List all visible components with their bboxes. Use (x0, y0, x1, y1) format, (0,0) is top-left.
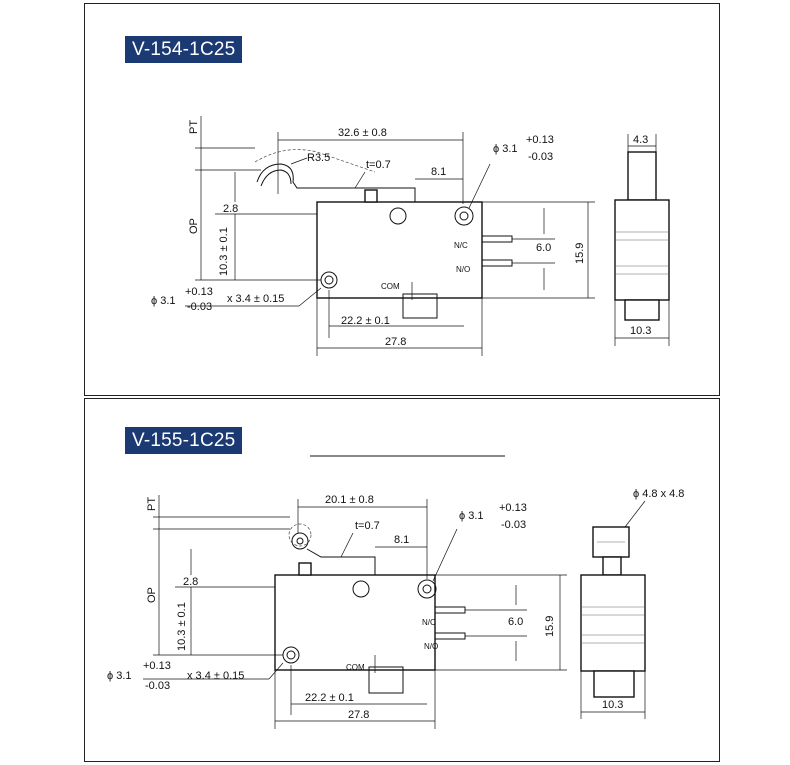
hole-bottom-minus: -0.03 (145, 680, 170, 692)
terminal-nc (434, 606, 466, 614)
dim-height: 15.9 (574, 243, 586, 264)
hole-top-minus: -0.03 (528, 151, 553, 163)
side-top-dim: 4.3 (633, 134, 648, 146)
terminal-com (368, 666, 404, 694)
side-width-dim: 10.3 (630, 325, 651, 337)
dim-radius: R3.5 (307, 152, 330, 164)
dim-hole-spacing: 22.2 ± 0.1 (341, 315, 390, 327)
dim-10-3: 10.3 ± 0.1 (218, 227, 230, 276)
side-body (580, 574, 646, 672)
label-nc: N/C (454, 241, 468, 250)
lever-travel (254, 149, 376, 173)
lever-arm (256, 163, 416, 202)
label-nc: N/C (422, 618, 436, 627)
side-plunger (627, 151, 657, 201)
lever-arm (306, 548, 376, 575)
dim-10-3: 10.3 ± 0.1 (176, 602, 188, 651)
lever-curl (260, 169, 292, 187)
roller-axle (296, 537, 304, 545)
slot-size: x 3.4 ± 0.15 (227, 293, 284, 305)
hole-top-dia: ϕ 3.1 (459, 510, 484, 522)
dim-2-8: 2.8 (183, 576, 198, 588)
model-badge: V-155-1C25 (125, 427, 243, 454)
dim-height: 15.9 (544, 616, 556, 637)
dim-terminal-pitch: 6.0 (536, 242, 551, 254)
label-no: N/O (456, 265, 470, 274)
hole-top-minus: -0.03 (501, 519, 526, 531)
terminal-no (481, 259, 513, 267)
plunger (298, 562, 312, 576)
mount-hole-left-inner (286, 650, 296, 660)
plunger (364, 189, 378, 203)
dim-lever-offset: 8.1 (431, 166, 446, 178)
hole-top-dia: ϕ 3.1 (493, 143, 518, 155)
side-width-dim: 10.3 (602, 699, 623, 711)
mount-hole-middle (352, 580, 370, 598)
technical-drawing: 20.1 ± 0.8 t=0.7 8.1 PT OP 2.8 10.3 ± 0.… (107, 455, 684, 729)
label-op: OP (146, 587, 158, 603)
terminal-no (434, 632, 466, 640)
dim-thickness: t=0.7 (366, 159, 391, 171)
mount-hole-right-inner (459, 211, 469, 221)
side-base (624, 299, 660, 321)
dim-hole-spacing: 22.2 ± 0.1 (305, 692, 354, 704)
drawing-panel-v154: V-154-1C25 32.6 ± 0.8 R3.5 t=0.7 8 (84, 3, 720, 396)
label-com: COM (346, 663, 365, 672)
dim-lever-length: 32.6 ± 0.8 (338, 127, 387, 139)
dim-body-length: 27.8 (385, 336, 406, 348)
label-pt: PT (146, 497, 158, 511)
slot-size: x 3.4 ± 0.15 (187, 670, 244, 682)
mount-hole-right (454, 206, 474, 226)
side-top-dim: ϕ 4.8 x 4.8 (633, 488, 684, 500)
mount-hole-middle (389, 207, 407, 225)
hole-top-plus: +0.13 (526, 134, 554, 146)
switch-body (274, 574, 436, 671)
label-op: OP (188, 218, 200, 234)
side-plunger (602, 556, 622, 576)
side-base (593, 670, 635, 698)
mount-hole-right-inner (422, 584, 432, 594)
terminal-nc (481, 235, 513, 243)
drawing-panel-v155: V-155-1C25 20.1 ± 0.8 t=0.7 8.1 PT (84, 398, 720, 762)
dim-thickness: t=0.7 (355, 520, 380, 532)
hole-top-plus: +0.13 (499, 502, 527, 514)
label-pt: PT (188, 120, 200, 134)
dim-terminal-pitch: 6.0 (508, 616, 523, 628)
hole-bottom-plus: +0.13 (185, 286, 213, 298)
side-body (614, 199, 670, 301)
dim-lever-length: 20.1 ± 0.8 (325, 494, 374, 506)
hole-bottom-minus: -0.03 (187, 301, 212, 313)
mount-hole-left-inner (324, 275, 334, 285)
dim-2-8: 2.8 (223, 203, 238, 215)
dim-body-length: 27.8 (348, 709, 369, 721)
hole-bottom-dia: ϕ 3.1 (107, 670, 132, 682)
label-no: N/O (424, 642, 438, 651)
hole-bottom-plus: +0.13 (143, 660, 171, 672)
dim-lever-offset: 8.1 (394, 534, 409, 546)
hole-bottom-dia: ϕ 3.1 (151, 295, 176, 307)
roller (291, 532, 309, 550)
model-badge: V-154-1C25 (125, 36, 243, 63)
mount-hole-right (417, 579, 437, 599)
technical-drawing: 32.6 ± 0.8 R3.5 t=0.7 8.1 PT OP 2.8 10.3… (151, 116, 670, 356)
switch-body (316, 201, 483, 299)
terminal-com (402, 293, 438, 319)
label-com: COM (381, 282, 400, 291)
